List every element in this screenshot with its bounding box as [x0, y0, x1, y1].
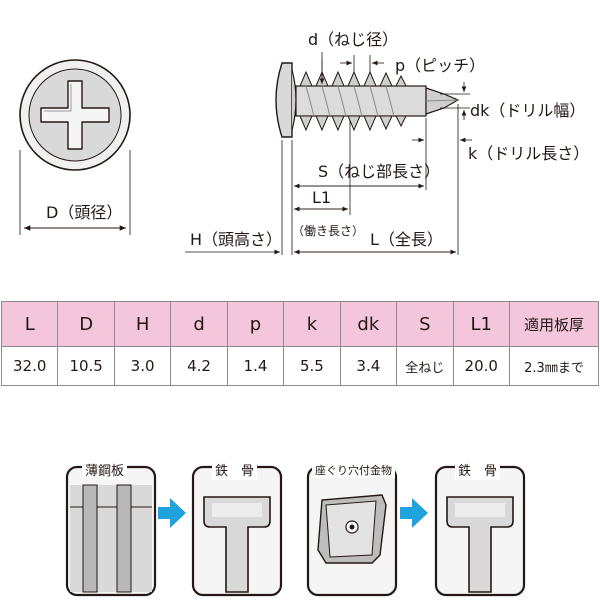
steel-frame-illustration-2 [434, 465, 526, 597]
label-p: p（ピッチ） [395, 56, 486, 75]
value-dk: 3.4 [339, 346, 398, 386]
screw-side-view [275, 62, 460, 138]
value-D: 10.5 [57, 346, 115, 386]
header-plate-thickness: 適用板厚 [509, 301, 599, 347]
label-L1-note: （働き長さ） [292, 224, 365, 238]
dimension-D [19, 150, 131, 235]
header-dk: dk [339, 301, 398, 347]
label-k: k（ドリル長さ） [468, 144, 590, 163]
spec-header-row: L D H d p k dk S L1 適用板厚 [0, 301, 599, 347]
value-d: 4.2 [170, 346, 228, 386]
header-D: D [57, 301, 115, 347]
arrow-right-icon [400, 498, 428, 528]
value-L: 32.0 [0, 346, 59, 386]
label-dk: dk（ドリル幅） [470, 101, 586, 120]
label-steel-frame-2: 鉄 骨 [455, 463, 501, 480]
arrow-right-icon [158, 498, 186, 528]
label-counterbored-fitting: 座ぐり穴付金物 [312, 463, 395, 478]
phillips-cross-recess [40, 80, 110, 150]
value-L1: 20.0 [452, 346, 510, 386]
header-L: L [0, 301, 59, 347]
spec-value-row: 32.0 10.5 3.0 4.2 1.4 5.5 3.4 全ねじ 20.0 2… [0, 346, 599, 386]
header-S: S [396, 301, 454, 347]
header-p: p [226, 301, 285, 347]
header-L1: L1 [452, 301, 510, 347]
header-H: H [113, 301, 172, 347]
value-p: 1.4 [226, 346, 285, 386]
label-thin-steel-plate: 薄鋼板 [82, 463, 128, 480]
dimension-lines [185, 52, 472, 255]
label-L: L（全長） [370, 230, 443, 249]
value-plate-thickness: 2.3㎜まで [509, 346, 599, 386]
screw-diagram [19, 52, 472, 255]
label-D: D（頭径） [46, 203, 123, 222]
thin-steel-plate-illustration [65, 465, 157, 597]
thread-teeth [299, 70, 407, 132]
value-S: 全ねじ [396, 346, 454, 386]
application-icons [65, 465, 526, 597]
value-k: 5.5 [283, 346, 341, 386]
value-H: 3.0 [113, 346, 172, 386]
counterbored-fitting-illustration [306, 465, 398, 597]
label-S: S（ねじ部長さ） [318, 162, 441, 181]
screw-head-top-view [19, 59, 131, 171]
label-L1: L1 [312, 188, 332, 207]
header-d: d [170, 301, 228, 347]
label-d: d（ねじ径） [308, 30, 399, 49]
spec-table: L D H d p k dk S L1 適用板厚 32.0 10.5 3.0 4… [0, 301, 599, 386]
label-H: H（頭高さ） [190, 230, 283, 249]
label-steel-frame-1: 鉄 骨 [212, 463, 258, 480]
header-k: k [283, 301, 341, 347]
steel-frame-illustration-1 [191, 465, 283, 597]
